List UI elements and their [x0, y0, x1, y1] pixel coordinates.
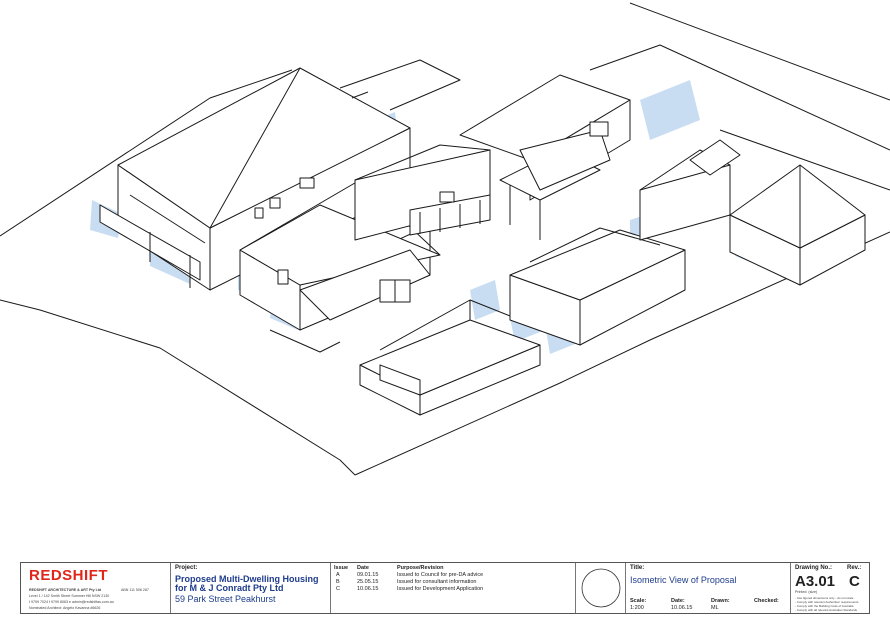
rev-label: Rev.:: [847, 565, 862, 571]
rev-row-issue: A: [336, 572, 340, 578]
rev-row-date: 09.01.15: [357, 572, 379, 578]
rev-row-purpose: Issued for consultant information: [397, 579, 477, 585]
company-contact: t 9799 7024 f 9799 8063 e admin@redshift…: [29, 600, 114, 604]
rev-header-purpose: Purpose/Revision: [397, 565, 444, 571]
rev-row-purpose: Issued for Development Application: [397, 586, 484, 592]
redshift-logo: REDSHIFT: [29, 567, 108, 584]
revision-letter: C: [849, 573, 860, 590]
drawing-number-cell: Drawing No.: Rev.: A3.01 C Printed: (siz…: [791, 563, 869, 613]
drawing-title: Isometric View of Proposal: [630, 575, 737, 585]
project-address: 59 Park Street Peakhurst: [175, 594, 276, 604]
company-abn: ABN 111 506 287: [121, 588, 149, 592]
dwelling-block-1: [239, 149, 491, 353]
company-cell: REDSHIFT REDSHIFT ARCHITECTURE & ART Pty…: [21, 563, 171, 613]
title-block: REDSHIFT REDSHIFT ARCHITECTURE & ART Pty…: [20, 562, 870, 614]
site-boundary-front: [354, 231, 890, 476]
dwelling-block-3: [459, 74, 631, 240]
rev-row-date: 10.06.15: [357, 586, 379, 592]
logo-text: REDSHIFT: [29, 567, 108, 584]
dwelling-front-b: [509, 227, 686, 346]
site-boundary-ground: [0, 299, 356, 476]
company-name: REDSHIFT ARCHITECTURE & ART Pty Ltd: [29, 588, 102, 592]
rev-row-date: 25.05.15: [357, 579, 379, 585]
scale-value: 1:200: [630, 605, 644, 611]
neighbour-lot: [339, 59, 461, 111]
drawn-label: Drawn:: [711, 598, 730, 604]
north-point-cell: [576, 563, 626, 613]
sheet-note: Printed: (size): [795, 590, 818, 594]
shadow: [470, 280, 500, 320]
drawing-note: - Comply with the Building Code of Austr…: [795, 604, 854, 608]
rev-row-purpose: Issued to Council for pre-DA advice: [397, 572, 484, 578]
rev-header-date: Date: [357, 565, 369, 571]
rev-row-issue: B: [336, 579, 340, 585]
project-line-1: Proposed Multi-Dwelling Housing: [175, 574, 319, 584]
shadow: [640, 80, 700, 140]
scale-label: Scale:: [630, 598, 647, 604]
revision-table: Issue Date Purpose/Revision A 09.01.15 I…: [331, 563, 576, 613]
project-cell: Project: Proposed Multi-Dwelling Housing…: [171, 563, 331, 613]
north-arrow-icon: [581, 568, 621, 608]
title-label: Title:: [630, 565, 645, 571]
drawing-note: - Use figured dimensions only - do not s…: [795, 596, 854, 600]
project-line-2: for M & J Conradt Pty Ltd: [175, 583, 284, 593]
isometric-drawing: [0, 2, 890, 476]
drawing-note: - Comply with all relevant Australian St…: [795, 608, 858, 612]
rev-row-issue: C: [336, 586, 340, 592]
site-boundary-top: [0, 69, 293, 237]
date-value: 10.06.15: [671, 605, 693, 611]
company-address: Level 1 / 142 Smith Street Summer Hill N…: [29, 594, 110, 598]
dwelling-front-a: [359, 299, 541, 416]
date-label: Date:: [671, 598, 685, 604]
drawing-note: - Comply with relevant Authorities' requ…: [795, 600, 859, 604]
title-cell: Title: Isometric View of Proposal Scale:…: [626, 563, 791, 613]
rev-header-issue: Issue: [334, 565, 349, 571]
site-edge-right: [719, 129, 890, 191]
nominated-architect: Nominated Architect: Angelo Kavanna #662…: [29, 606, 101, 610]
neighbour-lot-right: [589, 44, 890, 151]
site-boundary-right: [629, 2, 890, 101]
drawing-no-label: Drawing No.:: [795, 565, 832, 571]
checked-label: Checked:: [754, 598, 779, 604]
dwelling-block-2: [354, 144, 491, 241]
project-label: Project:: [175, 565, 198, 571]
drawn-value: ML: [711, 605, 719, 611]
dwelling-front-c: [639, 139, 866, 286]
drawing-number: A3.01: [795, 573, 836, 590]
